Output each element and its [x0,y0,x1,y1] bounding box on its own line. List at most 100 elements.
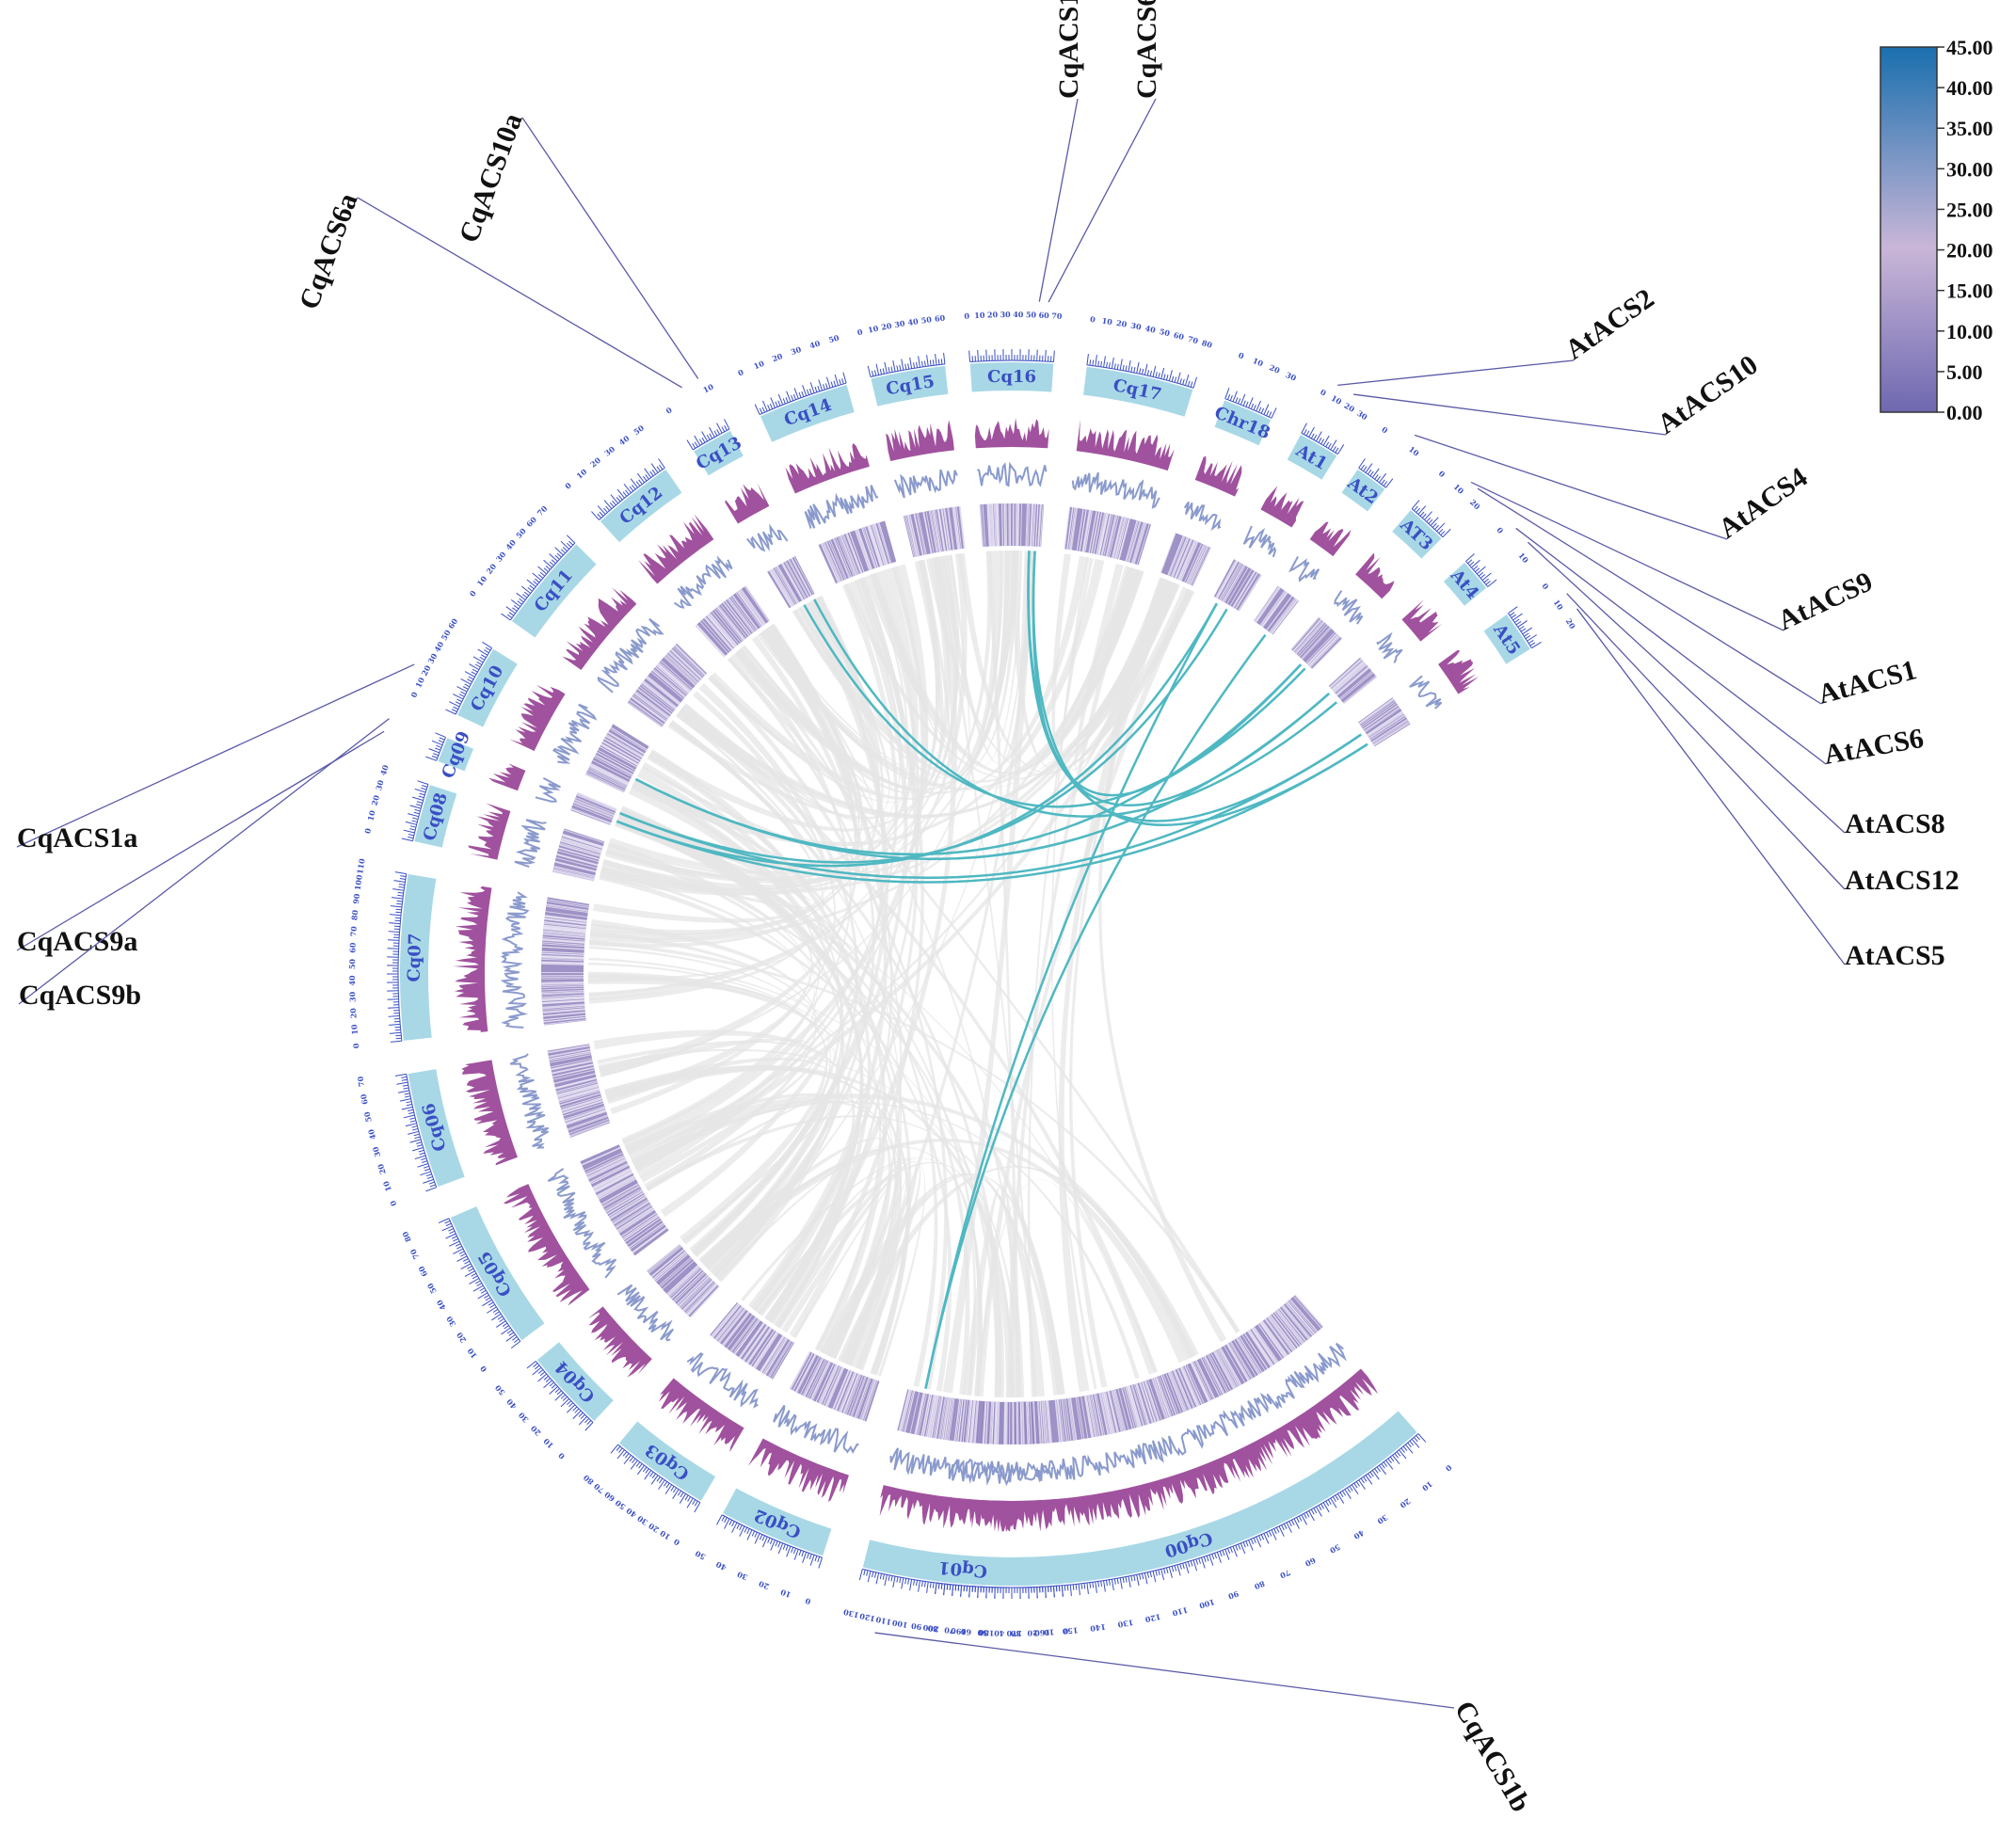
heatmap-line [677,1274,709,1306]
heatmap-line [1277,1309,1305,1344]
heatmap-line [793,556,814,595]
tick-mark [1519,625,1525,630]
heatmap-line [952,506,959,550]
tick-label: 20 [1027,1628,1038,1637]
heatmap-line [1165,1373,1182,1413]
heatmap-line [1162,1374,1179,1414]
heatmap-line [717,606,745,640]
tick-mark [1293,1518,1300,1529]
tick-mark [567,1400,572,1406]
tick-mark [1158,1569,1160,1576]
tick-axis [617,1444,701,1504]
heatmap-line [1044,1400,1048,1444]
tick-mark [523,591,530,597]
tick-mark [1122,1577,1125,1584]
heatmap-line [1133,522,1147,565]
heatmap-line [543,926,586,933]
heatmap-line [609,1195,647,1219]
tick-mark [1473,566,1479,570]
heatmap-line [842,1373,859,1413]
heatmap-line [541,955,584,958]
tick-mark [739,1524,743,1531]
tick-label: 160 [1034,1628,1051,1638]
tick-mark [1360,1477,1365,1484]
tick-mark [554,554,560,560]
tick-mark [754,1531,758,1538]
tick-mark [431,755,438,758]
heatmap-line [686,1283,716,1315]
acs-link [1032,550,1368,827]
heatmap-line [541,956,584,959]
tick-mark [490,1313,502,1321]
heatmap-line [608,1194,646,1218]
heatmap-line [832,1369,850,1410]
heatmap-line [628,1222,664,1248]
heatmap-line [1080,1396,1089,1439]
tick-label: 40 [378,763,391,776]
heatmap-line [1334,664,1368,694]
heatmap-line [745,1327,771,1364]
heatmap-line [561,1098,602,1112]
tick-mark [455,1243,461,1247]
tick-mark [513,1338,520,1343]
tick-mark [408,1109,414,1112]
tick-mark [694,435,701,446]
tick-label: 90 [351,893,361,905]
heatmap-line [603,738,642,760]
tick-mark [679,1493,687,1504]
heatmap-line [823,542,841,582]
heatmap-line [600,743,639,766]
heatmap-line [1054,1399,1061,1443]
tick-mark [1305,430,1310,437]
heatmap-line [1067,1397,1075,1441]
heatmap-line [1003,1401,1005,1444]
tick-mark [580,1413,585,1419]
tick-mark [1512,613,1523,621]
tick-mark [754,404,760,415]
gene-leader-line [521,117,699,379]
tick-mark [1315,1506,1322,1517]
tick-mark [1442,528,1451,538]
tick-mark [1128,360,1131,372]
tick-mark [1336,1493,1345,1504]
heatmap-line [770,569,793,607]
heatmap-line [1064,1398,1072,1442]
tick-mark [1325,1500,1330,1507]
tick-label: 170 [1006,1629,1022,1638]
heatmap-line [1157,1376,1173,1417]
tick-mark [1525,634,1531,640]
tick-label: 80 [927,1623,939,1634]
tick-mark [512,607,518,612]
tick-mark [1308,1510,1315,1522]
tick-mark [420,1171,431,1176]
tick-mark [929,359,932,366]
heatmap-line [1171,537,1189,578]
heatmap-line [1248,1330,1272,1366]
tick-mark [940,1583,943,1589]
heatmap-line [944,1397,952,1441]
tick-mark [1527,634,1537,642]
heatmap-line [1094,1394,1104,1436]
tick-mark [1376,1466,1381,1473]
heatmap-line [769,570,792,608]
heatmap-line [1082,509,1091,552]
density-track-magenta [509,684,566,751]
tick-mark [767,405,771,410]
density-track-magenta [1438,649,1480,694]
heatmap-line [675,644,707,676]
tick-label: 40 [714,1559,728,1572]
heatmap-line [825,541,843,582]
heatmap-line [835,1370,853,1411]
tick-mark [1089,1582,1092,1588]
tick-mark [1095,355,1097,367]
tick-mark [1327,442,1332,449]
tick-mark [1256,1536,1261,1548]
heatmap-line [791,557,812,597]
heatmap-line [655,665,689,694]
tick-mark [1089,359,1092,366]
heatmap-line [670,649,702,680]
density-track-blue [597,617,664,694]
